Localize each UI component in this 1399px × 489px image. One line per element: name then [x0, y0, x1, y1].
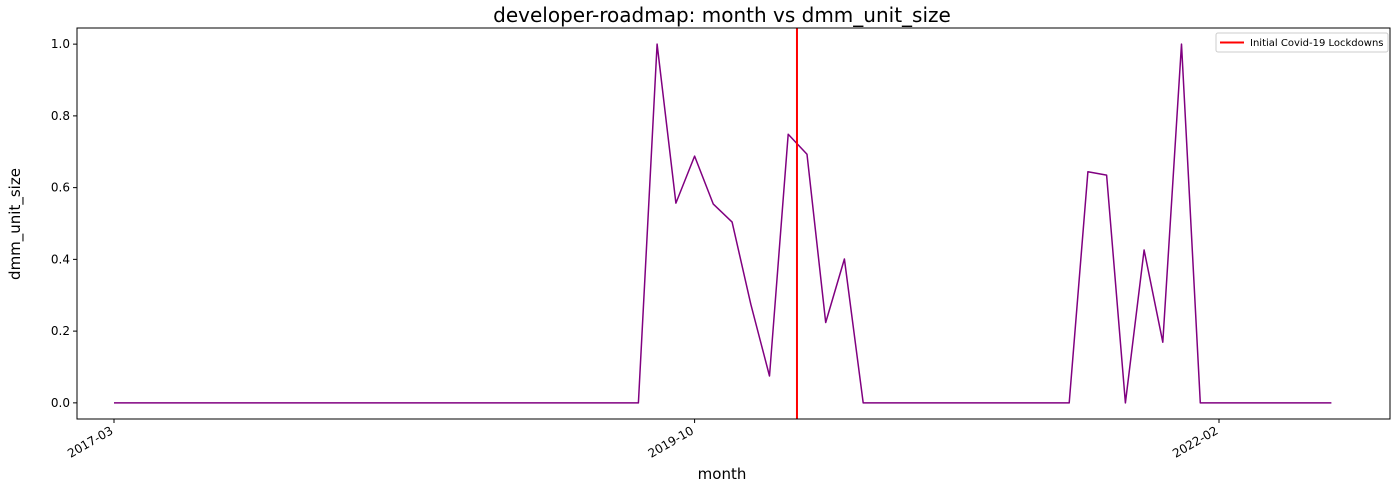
y-tick-label: 0.6: [51, 181, 70, 195]
legend-label-covid: Initial Covid-19 Lockdowns: [1250, 38, 1384, 49]
series-line: [114, 43, 1332, 404]
x-tick-label: 2017-03: [65, 423, 115, 460]
plot-frame: [76, 27, 1391, 420]
x-axis-label: month: [698, 465, 747, 483]
legend-box: [1215, 32, 1389, 53]
x-axis: 2017-03 2019-10 2022-02: [65, 419, 1221, 461]
y-tick-label: 1.0: [51, 37, 70, 51]
y-tick-label: 0.4: [51, 252, 70, 266]
chart-title: developer-roadmap: month vs dmm_unit_siz…: [493, 3, 951, 27]
y-axis-label: dmm_unit_size: [6, 168, 25, 280]
y-tick-label: 0.8: [51, 109, 70, 123]
legend: Initial Covid-19 Lockdowns: [1215, 32, 1389, 53]
y-tick-label: 0.2: [51, 324, 70, 338]
x-tick-label: 2022-02: [1170, 423, 1220, 460]
y-tick-label: 0.0: [51, 396, 70, 410]
x-tick-label: 2019-10: [646, 423, 696, 460]
y-axis: 0.0 0.2 0.4 0.6 0.8 1.0: [51, 37, 77, 410]
plot-area: [114, 28, 1332, 419]
